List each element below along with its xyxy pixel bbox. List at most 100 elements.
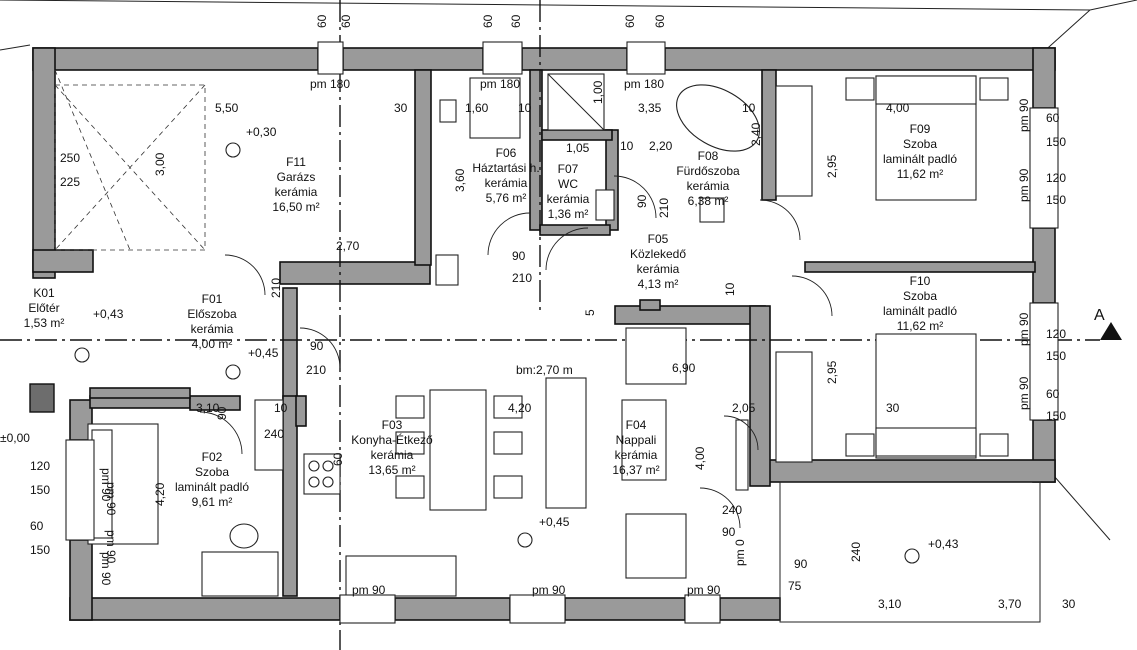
room-label-f05-line4: 4,13 m²: [638, 277, 679, 291]
dim-10-c: 10: [620, 139, 634, 153]
room-label-f04-line3: kerámia: [615, 448, 658, 462]
window-label-12: pm 90: [104, 530, 118, 564]
room-label-f07-line4: 1,36 m²: [548, 207, 589, 221]
dim-4-00-a: 4,00: [886, 101, 910, 115]
room-label-f10-line4: 11,62 m²: [897, 319, 943, 333]
room-label-f07-line3: kerámia: [547, 192, 590, 206]
dim-right-7: 60: [1046, 387, 1060, 401]
dim-90-door-d: 240: [722, 503, 742, 517]
room-label-f09-line1: F09: [910, 122, 931, 136]
window-label-10: pm 90: [1017, 376, 1031, 410]
dim-top-5: 60: [623, 14, 637, 28]
room-label-f10-line2: Szoba: [903, 289, 937, 303]
dim-right-8: 150: [1046, 409, 1066, 423]
room-label-f08-line2: Fürdőszoba: [676, 164, 740, 178]
window-label-13: pm 90: [99, 468, 113, 502]
dim-right-5: 120: [1046, 327, 1066, 341]
dim-5-50: 5,50: [215, 101, 239, 115]
room-label-f05-line1: F05: [648, 232, 669, 246]
room-label-f08-line3: kerámia: [687, 179, 730, 193]
dim-30-a: 30: [394, 101, 408, 115]
dim-30-c: 30: [1062, 597, 1076, 611]
room-label-f05-line3: kerámia: [637, 262, 680, 276]
level-garage: +0,30: [246, 125, 277, 139]
window-label-6: pm 90: [687, 583, 721, 597]
room-label-f10-line3: laminált padló: [883, 304, 957, 318]
dim-210-door-c: 210: [269, 278, 283, 298]
window-label-5: pm 90: [532, 583, 566, 597]
room-label-f06-line2: Háztartási h.: [472, 161, 539, 175]
room-label-f11-line3: kerámia: [275, 185, 318, 199]
room-label-f07-line2: WC: [558, 177, 578, 191]
bathroom-fixtures: [435, 73, 760, 286]
dim-right-4: 150: [1046, 193, 1066, 207]
dim-left-3: 60: [30, 519, 44, 533]
room-label-f09-line2: Szoba: [903, 137, 937, 151]
room-label-f03-line4: 13,65 m²: [368, 463, 415, 477]
level-texts: +0,30 +0,43 +0,45 +0,45 +0,43 ±0,00 bm:2…: [0, 125, 1105, 551]
dim-30-wall: 2,05: [732, 401, 756, 415]
level-entry: +0,43: [93, 307, 124, 321]
room-label-f11-line4: 16,50 m²: [272, 200, 319, 214]
level-terrace: +0,43: [928, 537, 959, 551]
dim-1-05: 1,05: [566, 141, 590, 155]
dim-10-b: 10: [742, 101, 756, 115]
dim-90-door-c: 90: [310, 339, 324, 353]
dim-top-3: 60: [481, 14, 495, 28]
dim-10-a: 10: [518, 101, 532, 115]
room-label-f05-line2: Közlekedő: [630, 247, 686, 261]
room-label-f06-line3: kerámia: [485, 176, 528, 190]
dim-top-2: 60: [339, 14, 353, 28]
dim-2-05: 6,90: [672, 361, 696, 375]
room-label-f01-line4: 4,00 m²: [192, 337, 233, 351]
window-label-7: pm 90: [1017, 98, 1031, 132]
dim-right-2: 150: [1046, 135, 1066, 149]
room-label-f11-line2: Garázs: [277, 170, 316, 184]
dim-210-door-a: 210: [512, 271, 532, 285]
garage-diagonals: [54, 69, 206, 251]
windows: [65, 41, 1059, 624]
room-label-f09-line4: 11,62 m²: [897, 167, 943, 181]
room-label-f04-line4: 16,37 m²: [612, 463, 659, 477]
window-label-8: pm 90: [1017, 168, 1031, 202]
dim-4-20-b: 60: [331, 452, 345, 466]
dim-3-70: 3,10: [878, 597, 902, 611]
room-label-f04-line2: Nappali: [616, 433, 657, 447]
dim-2-95-a: 2,95: [825, 154, 839, 178]
door-swings: [199, 175, 833, 529]
room-label-f10-line1: F10: [910, 274, 931, 288]
dim-240-door-d: 90: [722, 525, 736, 539]
room-label-f01-line1: F01: [202, 292, 223, 306]
dim-3-10-b: 4,20: [153, 482, 167, 506]
room-label-k01-line2: Előtér: [28, 301, 59, 315]
window-label-11: pm 90: [104, 482, 118, 516]
dim-210-door-b: 210: [657, 198, 671, 218]
interior-walls: [29, 69, 1036, 597]
dim-2-70: 2,70: [336, 239, 360, 253]
room-label-f03-line3: kerámia: [371, 448, 414, 462]
dim-right-1: 60: [1046, 111, 1060, 125]
dim-3-35: 3,35: [638, 101, 662, 115]
dim-75: 90: [794, 557, 808, 571]
room-label-k01-line3: 1,53 m²: [24, 316, 65, 330]
window-label-2: pm 180: [480, 77, 520, 91]
dim-30-b: 3,70: [998, 597, 1022, 611]
level-markers: [74, 142, 920, 564]
level-living: +0,45: [539, 515, 570, 529]
level-hall: +0,45: [248, 346, 279, 360]
dim-240-closet: 90: [215, 406, 229, 420]
dim-1-60: 1,60: [465, 101, 489, 115]
room-label-f09-line3: laminált padló: [883, 152, 957, 166]
room-label-f02-line2: Szoba: [195, 465, 229, 479]
dim-3-10-a: 3,10: [196, 401, 220, 415]
dim-2-95-b: 2,95: [825, 360, 839, 384]
room-label-f02-line1: F02: [202, 450, 223, 464]
room-label-f07-line1: F07: [558, 162, 579, 176]
window-label-4: pm 90: [352, 583, 386, 597]
dimension-texts: 60 60 60 60 60 60 pm 180 pm 180 pm 180 p…: [30, 14, 1076, 611]
room-label-f08-line1: F08: [698, 149, 719, 163]
dim-90-door-b: 90: [635, 194, 649, 208]
dim-6-90: 4,20: [508, 401, 532, 415]
